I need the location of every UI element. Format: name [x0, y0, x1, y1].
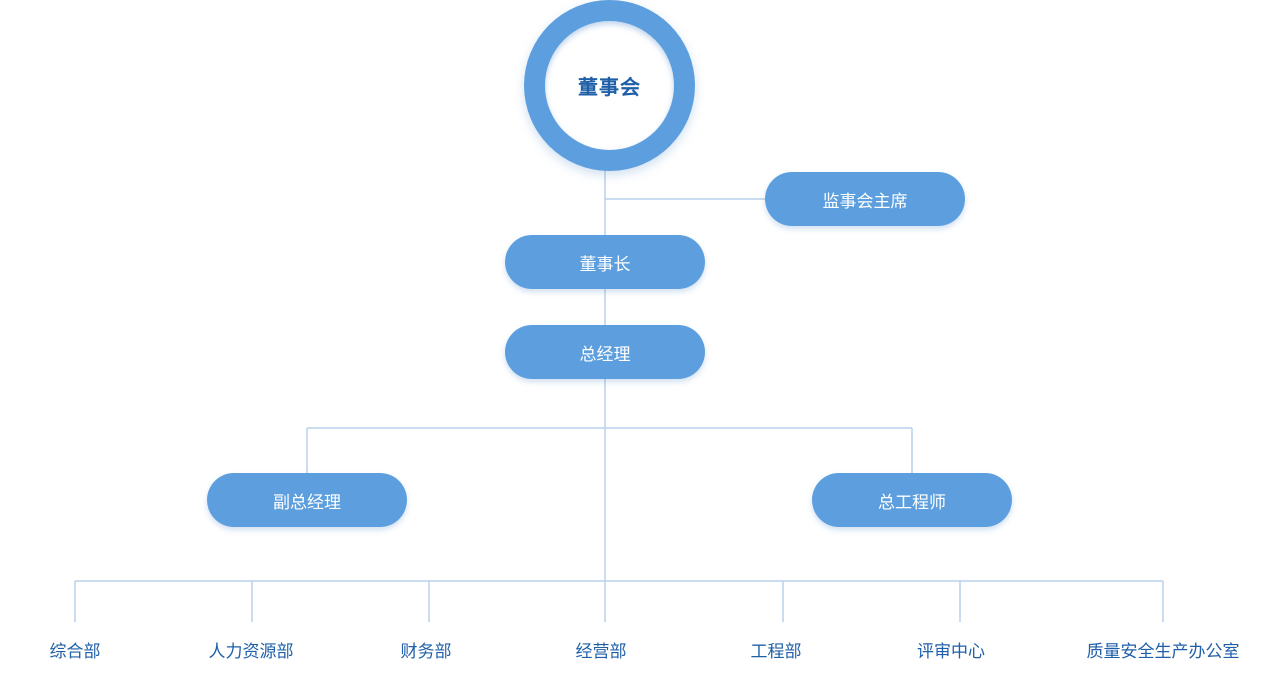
general-manager-node: 总经理 [505, 325, 705, 379]
deputy-gm-node: 副总经理 [207, 473, 407, 527]
dept-operations: 经营部 [575, 642, 627, 662]
dept-general-affairs: 综合部 [49, 642, 101, 662]
board-node: 董事会 [524, 0, 695, 171]
chairman-node: 董事长 [505, 235, 705, 289]
supervisor-node: 监事会主席 [765, 172, 965, 226]
chief-engineer-node: 总工程师 [812, 473, 1012, 527]
board-node-core: 董事会 [545, 21, 674, 150]
dept-human-resources: 人力资源部 [208, 642, 294, 662]
dept-review-center: 评审中心 [917, 642, 985, 662]
dept-quality-safety-office: 质量安全生产办公室 [1086, 642, 1240, 662]
dept-finance: 财务部 [400, 642, 452, 662]
dept-engineering: 工程部 [750, 642, 802, 662]
board-label: 董事会 [578, 75, 641, 99]
